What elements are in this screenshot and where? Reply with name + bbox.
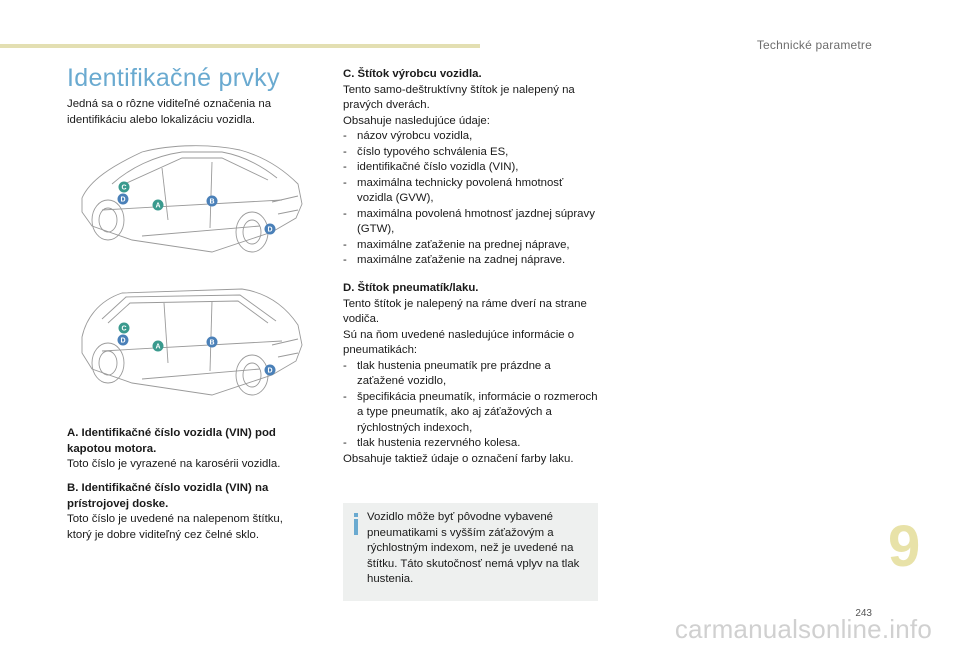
section-b-title: B. Identifikačné číslo vozidla (VIN) na … — [67, 482, 269, 510]
section-b: B. Identifikačné číslo vozidla (VIN) na … — [67, 481, 307, 543]
chapter-title: Technické parametre — [756, 38, 872, 52]
car-estate-illustration: C D A B D — [81, 288, 303, 396]
section-a-title: A. Identifikačné číslo vozidla (VIN) pod… — [67, 427, 276, 455]
page-number: 243 — [855, 608, 872, 619]
list-item: špecifikácia pneumatík, informácie o roz… — [343, 390, 601, 437]
section-a-body: Toto číslo je vyrazené na karosérii vozi… — [67, 458, 281, 470]
marker-a — [152, 340, 164, 352]
marker-a-label: A — [155, 203, 160, 210]
section-c-list-intro: Obsahuje nasledujúce údaje: — [343, 114, 490, 127]
marker-c-label: C — [121, 326, 126, 333]
section-c-body: Tento samo-deštruktívny štítok je nalepe… — [343, 83, 575, 112]
section-c-title: C. Štítok výrobcu vozidla. — [343, 68, 482, 80]
watermark: carmanualsonline.info — [674, 614, 932, 644]
section-d: D. Štítok pneumatík/laku. Tento štítok j… — [343, 281, 601, 467]
section-b-body: Toto číslo je uvedené na nalepenom štítk… — [67, 513, 283, 541]
marker-d-2-label: D — [267, 227, 272, 234]
section-c-list: názov výrobcu vozidla, číslo typového sc… — [343, 129, 601, 269]
marker-b-label: B — [209, 199, 214, 206]
list-item: maximálna technicky povolená hmotnosť vo… — [343, 176, 601, 207]
list-item: maximálne zaťaženie na prednej náprave, — [343, 238, 601, 254]
info-icon — [354, 513, 358, 535]
marker-d-2 — [264, 223, 276, 235]
marker-c — [118, 181, 130, 193]
page-title: Identifikačné prvky — [67, 64, 280, 92]
section-a: A. Identifikačné číslo vozidla (VIN) pod… — [67, 426, 307, 473]
marker-d-2-label: D — [267, 368, 272, 375]
list-item: maximálne zaťaženie na zadnej náprave. — [343, 253, 601, 269]
section-d-body: Tento štítok je nalepený na ráme dverí n… — [343, 297, 587, 326]
section-d-outro: Obsahuje taktiež údaje o označení farby … — [343, 452, 574, 465]
marker-d-label: D — [120, 197, 125, 204]
marker-c-label: C — [121, 185, 126, 192]
chapter-number: 9 — [888, 514, 921, 579]
marker-b — [206, 336, 218, 348]
list-item: číslo typového schválenia ES, — [343, 145, 601, 161]
header-accent-bar — [0, 44, 480, 48]
section-d-list: tlak hustenia pneumatík pre prázdne a za… — [343, 359, 601, 452]
car-fastback-illustration: C D A B D — [81, 145, 303, 253]
list-item: názov výrobcu vozidla, — [343, 129, 601, 145]
marker-b-label: B — [209, 340, 214, 347]
intro-text: Jedná sa o rôzne viditeľné označenia na … — [67, 98, 272, 126]
list-item: tlak hustenia rezervného kolesa. — [343, 436, 601, 452]
list-item: tlak hustenia pneumatík pre prázdne a za… — [343, 359, 601, 390]
section-d-title: D. Štítok pneumatík/laku. — [343, 282, 479, 294]
marker-d-2 — [264, 364, 276, 376]
section-c: C. Štítok výrobcu vozidla. Tento samo-de… — [343, 67, 601, 269]
marker-a-label: A — [155, 344, 160, 351]
marker-d-label: D — [120, 338, 125, 345]
info-box: Vozidlo môže byť pôvodne vybavené pneuma… — [343, 503, 598, 601]
marker-d — [117, 193, 129, 205]
marker-b — [206, 195, 218, 207]
marker-a — [152, 199, 164, 211]
list-item: identifikačné číslo vozidla (VIN), — [343, 160, 601, 176]
section-d-list-intro: Sú na ňom uvedené nasledujúce informácie… — [343, 328, 575, 357]
list-item: maximálna povolená hmotnosť jazdnej súpr… — [343, 207, 601, 238]
marker-d — [117, 334, 129, 346]
marker-c — [118, 322, 130, 334]
info-text: Vozidlo môže byť pôvodne vybavené pneuma… — [367, 511, 580, 585]
